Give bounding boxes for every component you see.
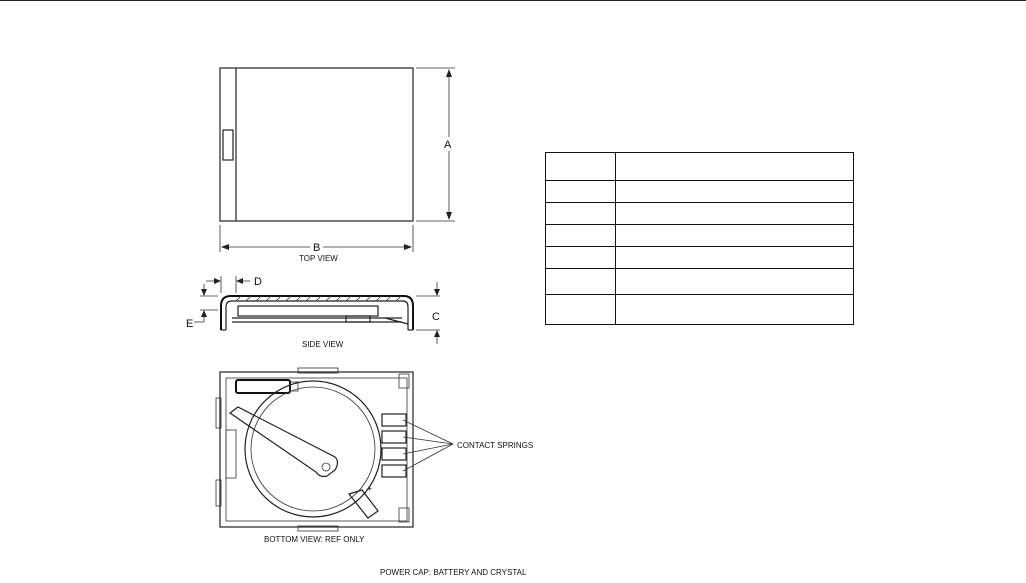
- dim-c-arrow-top: [434, 289, 440, 296]
- leader-4: [402, 443, 454, 472]
- side-view-shell-inner: [225, 300, 409, 330]
- side-view: C D E SIDE VIEW: [186, 276, 440, 349]
- contact-spring-2: [381, 430, 407, 444]
- top-view-latch: [222, 129, 234, 161]
- figure-caption: POWER CAP: BATTERY AND CRYSTAL: [380, 568, 527, 577]
- dim-b-arrow-right: [404, 244, 412, 250]
- bottom-view-corner-tab-bottom: [398, 507, 410, 523]
- contact-spring-3: [381, 447, 407, 461]
- table-cell: [545, 268, 616, 295]
- leader-3: [402, 443, 454, 455]
- dim-e-arrow-top: [201, 289, 207, 296]
- bottom-view-side-rib: [225, 429, 237, 479]
- table-cell: [615, 202, 854, 225]
- side-view-shell-outer: [220, 295, 414, 330]
- bottom-view-notch-top: [297, 367, 339, 374]
- dimension-table: [545, 152, 854, 325]
- side-view-clip: [345, 315, 371, 323]
- table-cell: [545, 180, 616, 203]
- bottom-view-notch-left-2: [215, 479, 222, 507]
- battery-tab-positive: [347, 489, 379, 519]
- crystal-lead: [289, 381, 299, 392]
- leader-2: [402, 436, 454, 445]
- top-view-outline: [219, 67, 414, 222]
- table-cell: [545, 202, 616, 225]
- table-cell: [615, 268, 854, 295]
- side-view-title: SIDE VIEW: [302, 340, 344, 349]
- page-top-rule: [0, 0, 1026, 1]
- polarity-plus: +: [367, 484, 372, 494]
- dim-e-label: E: [186, 318, 193, 330]
- top-view-title: TOP VIEW: [299, 254, 338, 263]
- battery-cell-outer: [244, 380, 382, 518]
- contact-springs-label: CONTACT SPRINGS: [457, 441, 533, 450]
- table-row: [545, 294, 854, 325]
- dim-c-label: C: [432, 311, 440, 323]
- table-cell: [615, 180, 854, 203]
- bottom-view-notch-bottom: [297, 525, 339, 532]
- table-row: [545, 152, 854, 181]
- side-view-hatching: [235, 295, 402, 302]
- dim-a-arrow-top: [446, 69, 452, 77]
- battery-cell-inner: [250, 386, 376, 512]
- leader-1: [402, 419, 454, 445]
- table-row: [545, 202, 854, 225]
- table-row: [545, 180, 854, 203]
- table-cell: [545, 246, 616, 269]
- dim-b-arrow-left: [221, 244, 229, 250]
- table-cell: [615, 152, 854, 181]
- dim-b-label: B: [313, 242, 320, 254]
- side-view-battery: [237, 305, 379, 317]
- table-cell: [545, 294, 616, 325]
- dim-d-label: D: [254, 276, 262, 288]
- dim-a-label: A: [444, 139, 452, 151]
- side-view-spring: [384, 317, 409, 325]
- bottom-view: + CONTACT SPRINGS BOTTOM VIEW: REF ONLY: [215, 367, 533, 544]
- contact-spring-1: [381, 413, 407, 427]
- bottom-view-corner-tab-top: [398, 373, 410, 389]
- dim-e-arrow-bottom: [201, 310, 207, 317]
- dim-a-arrow-bottom: [446, 212, 452, 220]
- table-cell: [615, 224, 854, 247]
- table-row: [545, 268, 854, 295]
- table-cell: [615, 294, 854, 325]
- contact-spring-4: [381, 464, 407, 478]
- bottom-view-outline: [219, 371, 414, 528]
- table-cell: [545, 224, 616, 247]
- table-cell: [615, 246, 854, 269]
- dim-c-arrow-bottom: [434, 330, 440, 337]
- battery-tab-rivet: [321, 462, 331, 472]
- table-cell: [545, 152, 616, 181]
- table-row: [545, 224, 854, 247]
- crystal: [235, 379, 291, 394]
- top-view: A B TOP VIEW: [219, 67, 455, 263]
- table-row: [545, 246, 854, 269]
- battery-tab-negative: [228, 406, 339, 478]
- bottom-view-title: BOTTOM VIEW: REF ONLY: [264, 535, 365, 544]
- bottom-view-inner-outline: [225, 377, 408, 522]
- dim-d-arrow-left: [214, 278, 221, 284]
- bottom-view-notch-left-1: [215, 397, 222, 429]
- dim-d-arrow-right: [236, 278, 243, 284]
